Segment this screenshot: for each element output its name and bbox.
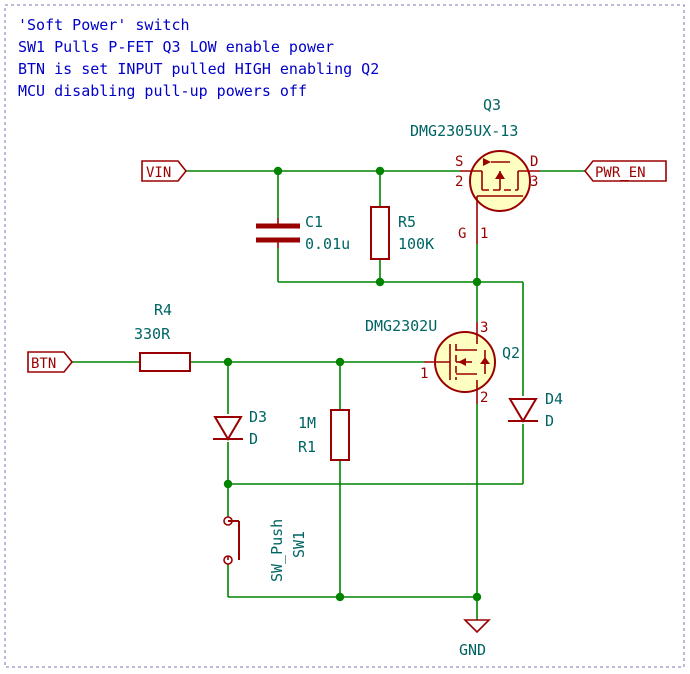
q2-pin-3: 3	[480, 320, 488, 336]
c1-value: 0.01u	[305, 235, 350, 253]
diode-d3: D3 D	[213, 408, 267, 448]
junction-dot	[335, 592, 345, 602]
q3-pin-d: D	[530, 154, 538, 170]
d3-value: D	[249, 430, 258, 448]
d3-ref: D3	[249, 408, 267, 426]
resistor-r1: 1M R1	[298, 409, 350, 461]
d4-ref: D4	[545, 390, 563, 408]
mosfet-q2: DMG2302U Q2 1 3 2	[365, 317, 520, 406]
vin-label-text: VIN	[146, 165, 171, 181]
junctions	[223, 166, 482, 602]
sw1-ref: SW1	[290, 531, 308, 558]
q3-pin-g: G	[458, 226, 466, 242]
c1-ref: C1	[305, 213, 323, 231]
junction-dot	[223, 479, 233, 489]
junction-dot	[472, 277, 482, 287]
q3-ref: Q3	[483, 96, 501, 114]
note-line-2: SW1 Pulls P-FET Q3 LOW enable power	[18, 38, 334, 56]
junction-dot	[335, 357, 345, 367]
q3-pin-1: 1	[480, 226, 488, 242]
q2-value: DMG2302U	[365, 317, 437, 335]
note-line-1: 'Soft Power' switch	[18, 16, 190, 34]
junction-dot	[273, 166, 283, 176]
q3-pin-2: 2	[455, 174, 463, 190]
junction-dot	[375, 277, 385, 287]
pwr-en-label: PWR_EN	[583, 160, 667, 182]
q3-pin-3: 3	[530, 174, 538, 190]
q2-ref: Q2	[502, 344, 520, 362]
pwr-en-label-text: PWR_EN	[595, 165, 646, 181]
sheet-border	[4, 4, 685, 668]
q3-value: DMG2305UX-13	[410, 122, 518, 140]
q3-pin-s: S	[455, 154, 463, 170]
vin-label: VIN	[141, 160, 188, 182]
resistor-r5: R5 100K	[370, 206, 434, 260]
r1-ref: R1	[298, 438, 316, 456]
d4-value: D	[545, 412, 554, 430]
junction-dot	[223, 357, 233, 367]
ground-symbol: GND	[459, 619, 491, 659]
q2-pin-1: 1	[420, 366, 428, 382]
diode-d4: D4 D	[508, 390, 563, 430]
note-line-4: MCU disabling pull-up powers off	[18, 82, 307, 100]
r5-value: 100K	[398, 235, 434, 253]
junction-dot	[472, 592, 482, 602]
r5-ref: R5	[398, 213, 416, 231]
sw1-value: SW_Push	[268, 519, 286, 582]
r4-ref: R4	[154, 301, 172, 319]
resistor-r4: R4 330R	[134, 301, 191, 372]
gnd-label: GND	[459, 641, 486, 659]
switch-sw1: SW_Push SW1	[223, 516, 308, 582]
btn-label-text: BTN	[31, 356, 56, 372]
capacitor-c1: C1 0.01u	[256, 213, 350, 253]
r4-value: 330R	[134, 325, 171, 343]
q2-pin-2: 2	[480, 390, 488, 406]
junction-dot	[375, 166, 385, 176]
note-line-3: BTN is set INPUT pulled HIGH enabling Q2	[18, 60, 379, 78]
r1-value: 1M	[298, 414, 316, 432]
mosfet-q3: Q3 DMG2305UX-13 S D 2 3 G 1	[410, 96, 540, 244]
notes-block: 'Soft Power' switch SW1 Pulls P-FET Q3 L…	[18, 16, 379, 100]
btn-label: BTN	[27, 351, 74, 373]
